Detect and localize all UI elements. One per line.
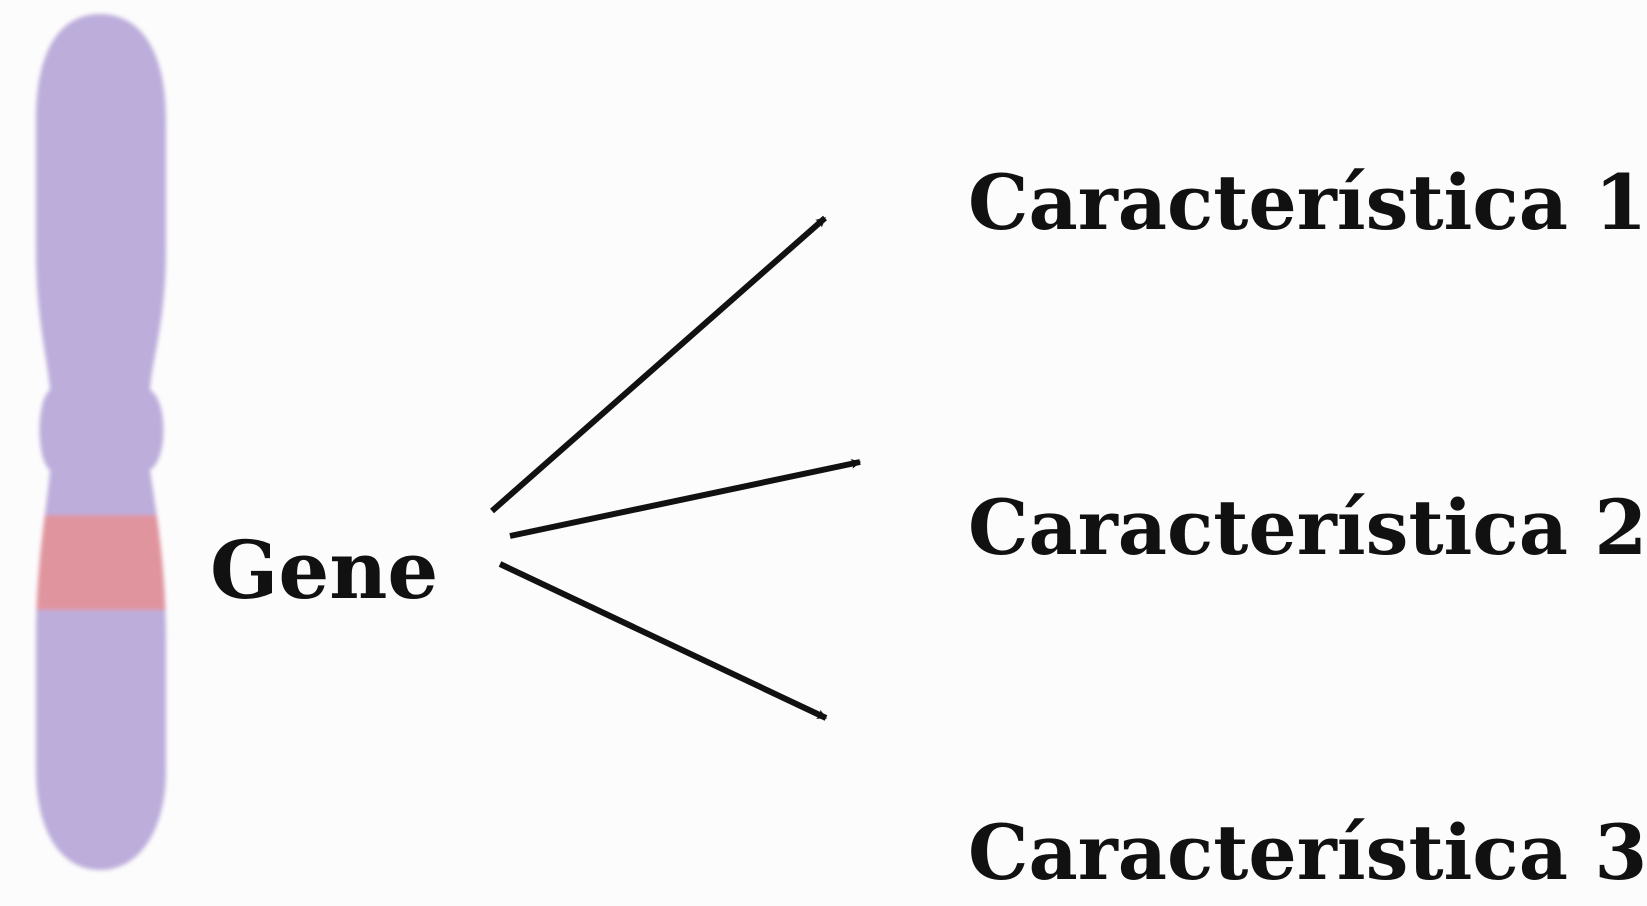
chromosome-body <box>36 14 166 870</box>
arrow-to-characteristic-3 <box>498 561 828 721</box>
arrow-to-characteristic-1 <box>490 215 827 514</box>
characteristic-2-label: Característica 2 <box>968 483 1647 572</box>
characteristic-3-label: Característica 3 <box>968 808 1647 897</box>
characteristic-1-label: Característica 1 <box>968 158 1647 247</box>
gene-band <box>36 515 166 610</box>
arrow-to-characteristic-2 <box>509 458 862 539</box>
chromosome-icon <box>36 14 166 870</box>
gene-label: Gene <box>210 523 439 617</box>
